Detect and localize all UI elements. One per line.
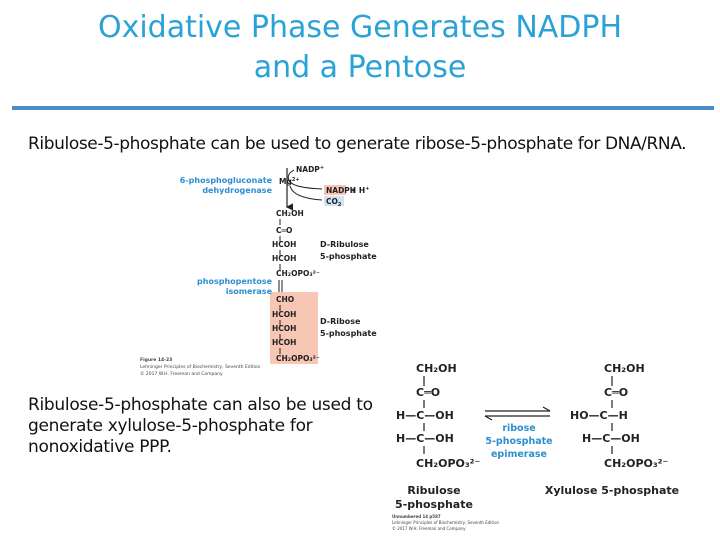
ribose-structure: CHO HCOH HCOH HCOH CH₂OPO₃²⁻ [272, 295, 320, 363]
figure2-credit-1: Unnumbered 14 p587 [392, 514, 441, 519]
figure1-credit-3: © 2017 W.H. Freeman and Company [140, 370, 223, 377]
figure1-credit-1: Figure 14-23 [140, 357, 172, 363]
ribulose2-row-2: C═O [416, 386, 440, 399]
co2-highlight [324, 196, 344, 206]
nadp-text: NADP [296, 165, 320, 174]
figure2-credit-3: © 2017 W.H. Freeman and Company [392, 526, 466, 531]
mg-text: Mg [279, 177, 292, 186]
ribose-row-3: HCOH [272, 324, 296, 333]
ribulose1-row-1: CH₂OH [276, 209, 304, 218]
nadp-in: NADP+ [296, 165, 324, 174]
ribulose-structure-2: CH₂OH C═O H—C—OH H—C—OH CH₂OPO₃²⁻ [396, 362, 480, 470]
ribulose1-row-3: HCOH [272, 240, 296, 249]
nadph-highlight [324, 185, 346, 195]
title-line-2: and a Pentose [253, 50, 467, 85]
ribose-label-line2: 5-phosphate [320, 329, 377, 338]
co2-subscript: 2 [338, 202, 342, 208]
ribose-row-2: HCOH [272, 310, 296, 319]
ribulose2-label-line1: Ribulose [407, 484, 460, 497]
ribulose2-row-4: H—C—OH [396, 432, 454, 445]
figure-oxidative-pathway: 6-phosphogluconate dehydrogenase NADP+ M… [140, 165, 377, 377]
enzyme-isomerase-line1: phosphopentose [197, 277, 273, 286]
ribose-row-5: CH₂OPO₃²⁻ [276, 354, 320, 363]
magnesium: Mg2+ [279, 177, 300, 186]
xylulose-row-1: CH₂OH [604, 362, 645, 375]
mg-charge: 2+ [292, 177, 300, 183]
ribulose1-row-4: HCOH [272, 254, 296, 263]
xylulose-row-4: H—C—OH [582, 432, 640, 445]
ribulose2-row-1: CH₂OH [416, 362, 457, 375]
ribulose2-row-3: H—C—OH [396, 409, 454, 422]
xylulose-structure: CH₂OH C═O HO—C—H H—C—OH CH₂OPO₃²⁻ [570, 362, 668, 470]
xylulose-row-2: C═O [604, 386, 628, 399]
ribulose1-label-line1: D-Ribulose [320, 240, 369, 249]
ribose-highlight [270, 292, 318, 364]
title-divider [12, 106, 714, 110]
ribose-row-4: HCOH [272, 338, 296, 347]
co2-text: CO [326, 197, 338, 206]
figure1-credit-2: Lehninger Principles of Biochemistry, Se… [140, 364, 261, 370]
ribulose1-row-5: CH₂OPO₃²⁻ [276, 269, 320, 278]
ribulose1-label-line2: 5-phosphate [320, 252, 377, 261]
co2-out: CO2 [326, 197, 342, 208]
enzyme-isomerase-line2: isomerase [226, 287, 273, 296]
enzyme-6pgd-line1: 6-phosphogluconate [180, 176, 273, 185]
epimerase-line3: epimerase [491, 449, 547, 460]
epimerase-line1: ribose [502, 423, 535, 434]
ribulose2-row-5: CH₂OPO₃²⁻ [416, 457, 480, 470]
caption-ribose: Ribulose-5-phosphate can be used to gene… [28, 134, 687, 154]
figure-epimerase-reaction: CH₂OH C═O H—C—OH H—C—OH CH₂OPO₃²⁻ Ribulo… [392, 362, 679, 531]
ribose-label-line1: D-Ribose [320, 317, 361, 326]
ribose-row-1: CHO [276, 295, 294, 304]
h-plus: + H+ [350, 186, 369, 195]
ribulose-structure-1: CH₂OH C═O HCOH HCOH CH₂OPO₃²⁻ [272, 209, 320, 278]
nadph-out: NADPH [326, 186, 356, 195]
enzyme-6pgd-line2: dehydrogenase [202, 186, 272, 195]
h-plus-charge: + [365, 186, 369, 192]
slide-title: Oxidative Phase Generates NADPH and a Pe… [0, 8, 720, 88]
figure2-credit-2: Lehninger Principles of Biochemistry, Se… [392, 520, 500, 525]
ribulose2-label-line2: 5-phosphate [395, 498, 473, 511]
ribulose1-row-2: C═O [276, 226, 292, 235]
xylulose-row-5: CH₂OPO₃²⁻ [604, 457, 668, 470]
title-line-1: Oxidative Phase Generates NADPH [97, 10, 623, 45]
h-plus-text: + H [350, 186, 365, 195]
epimerase-line2: 5-phosphate [485, 436, 552, 447]
xylulose-row-3: HO—C—H [570, 409, 628, 422]
xylulose-label: Xylulose 5-phosphate [545, 484, 679, 497]
nadp-charge: + [320, 165, 324, 171]
caption-xylulose: Ribulose-5-phosphate can also be used to… [28, 395, 373, 457]
